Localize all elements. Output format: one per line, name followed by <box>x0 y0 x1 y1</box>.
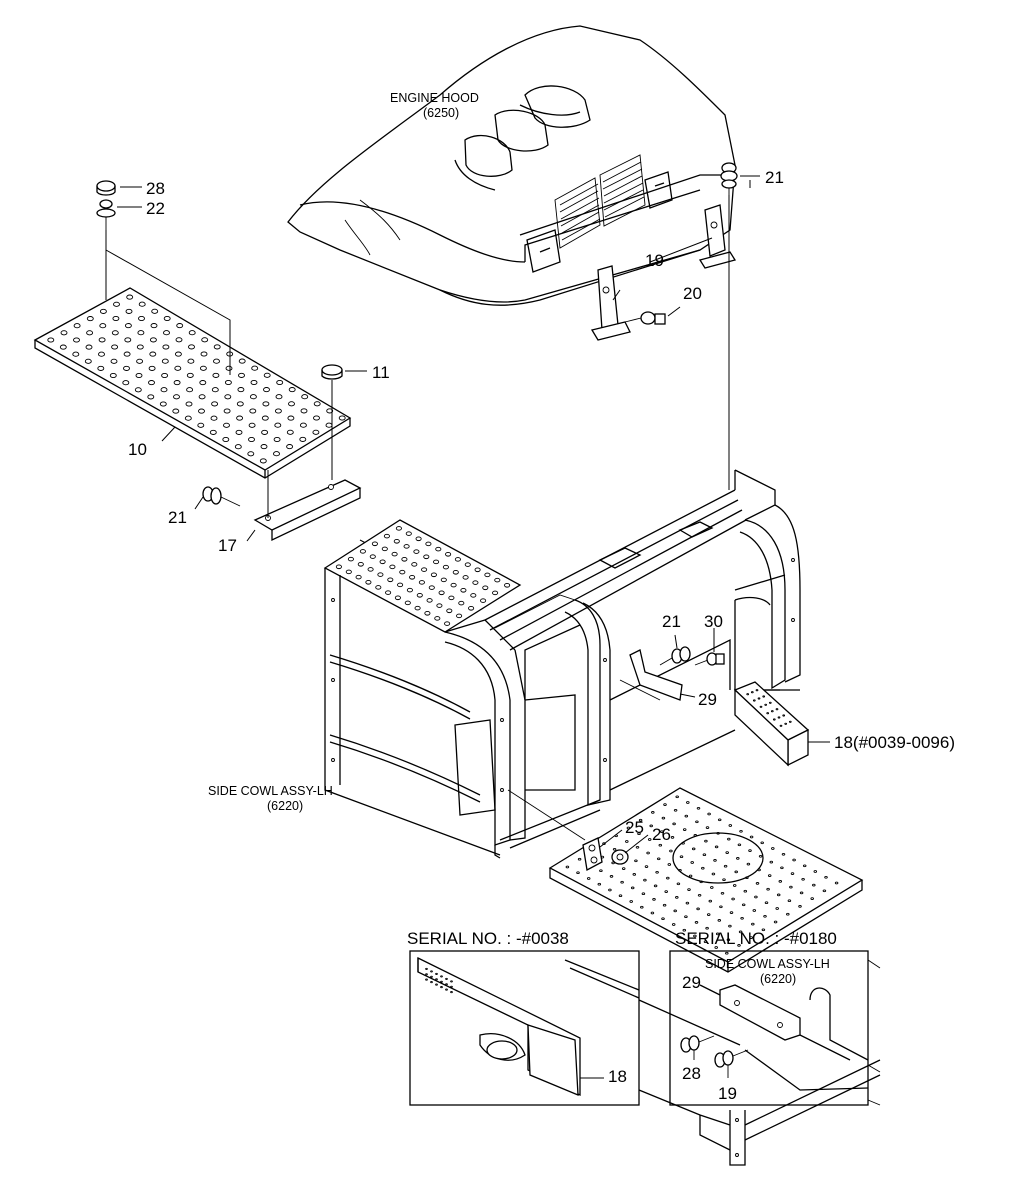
callout-20: 20 <box>683 284 702 303</box>
inset-left <box>409 950 640 1106</box>
callout-19-top: 19 <box>645 251 664 270</box>
cap-28 <box>96 180 116 196</box>
bracket-25 <box>582 837 603 872</box>
bolt-21-left <box>202 486 241 507</box>
callout-29-inset: 29 <box>682 973 701 992</box>
inset-side-cowl-label: SIDE COWL ASSY-LH <box>705 957 830 971</box>
callout-28-inset: 28 <box>682 1064 701 1083</box>
step-plate <box>33 287 352 479</box>
callout-21-top: 21 <box>765 168 784 187</box>
callout-21-mid: 21 <box>662 612 681 631</box>
bolt-30 <box>694 652 725 666</box>
washer-26 <box>611 849 629 865</box>
callout-10: 10 <box>128 440 147 459</box>
callout-11: 11 <box>372 363 390 382</box>
lower-frame <box>638 999 881 1166</box>
bolt-21-top <box>720 162 738 200</box>
screw-22 <box>96 199 116 230</box>
latch-right <box>698 204 737 269</box>
side-cowl-frame <box>323 469 801 859</box>
floor-plate <box>548 787 864 973</box>
inset-bolts <box>680 1035 749 1078</box>
lead-25 <box>507 789 586 841</box>
engine-hood-code: (6250) <box>423 106 459 120</box>
serial-left: SERIAL NO. : -#0038 <box>407 929 569 948</box>
assembly-lines <box>105 180 751 561</box>
latch-left <box>590 265 631 341</box>
cap-11 <box>321 364 343 380</box>
callout-28-top: 28 <box>146 179 165 198</box>
side-cowl-label: SIDE COWL ASSY-LH <box>208 784 333 798</box>
serial-right: SERIAL NO. : -#0180 <box>675 929 837 948</box>
callout-19-inset: 19 <box>718 1084 737 1103</box>
side-cowl-code: (6220) <box>267 799 303 813</box>
engine-hood <box>287 25 736 306</box>
pad-18 <box>733 681 810 767</box>
callout-25: 25 <box>625 818 644 837</box>
callout-29-mid: 29 <box>698 690 717 709</box>
bolt-20 <box>624 311 666 325</box>
inset-right <box>669 950 881 1106</box>
callout-30: 30 <box>704 612 723 631</box>
inset-side-cowl-code: (6220) <box>760 972 796 986</box>
callout-17: 17 <box>218 536 237 555</box>
bracket-29 <box>619 649 683 701</box>
engine-hood-label: ENGINE HOOD <box>390 91 479 105</box>
callout-18-range: 18(#0039-0096) <box>834 733 955 752</box>
bolt-21-mid <box>659 646 691 666</box>
callout-21-left: 21 <box>168 508 187 527</box>
callout-18-inset: 18 <box>608 1067 627 1086</box>
callout-leaders <box>117 175 830 854</box>
bracket-17 <box>253 479 362 542</box>
callout-22: 22 <box>146 199 165 218</box>
callout-26: 26 <box>652 825 671 844</box>
